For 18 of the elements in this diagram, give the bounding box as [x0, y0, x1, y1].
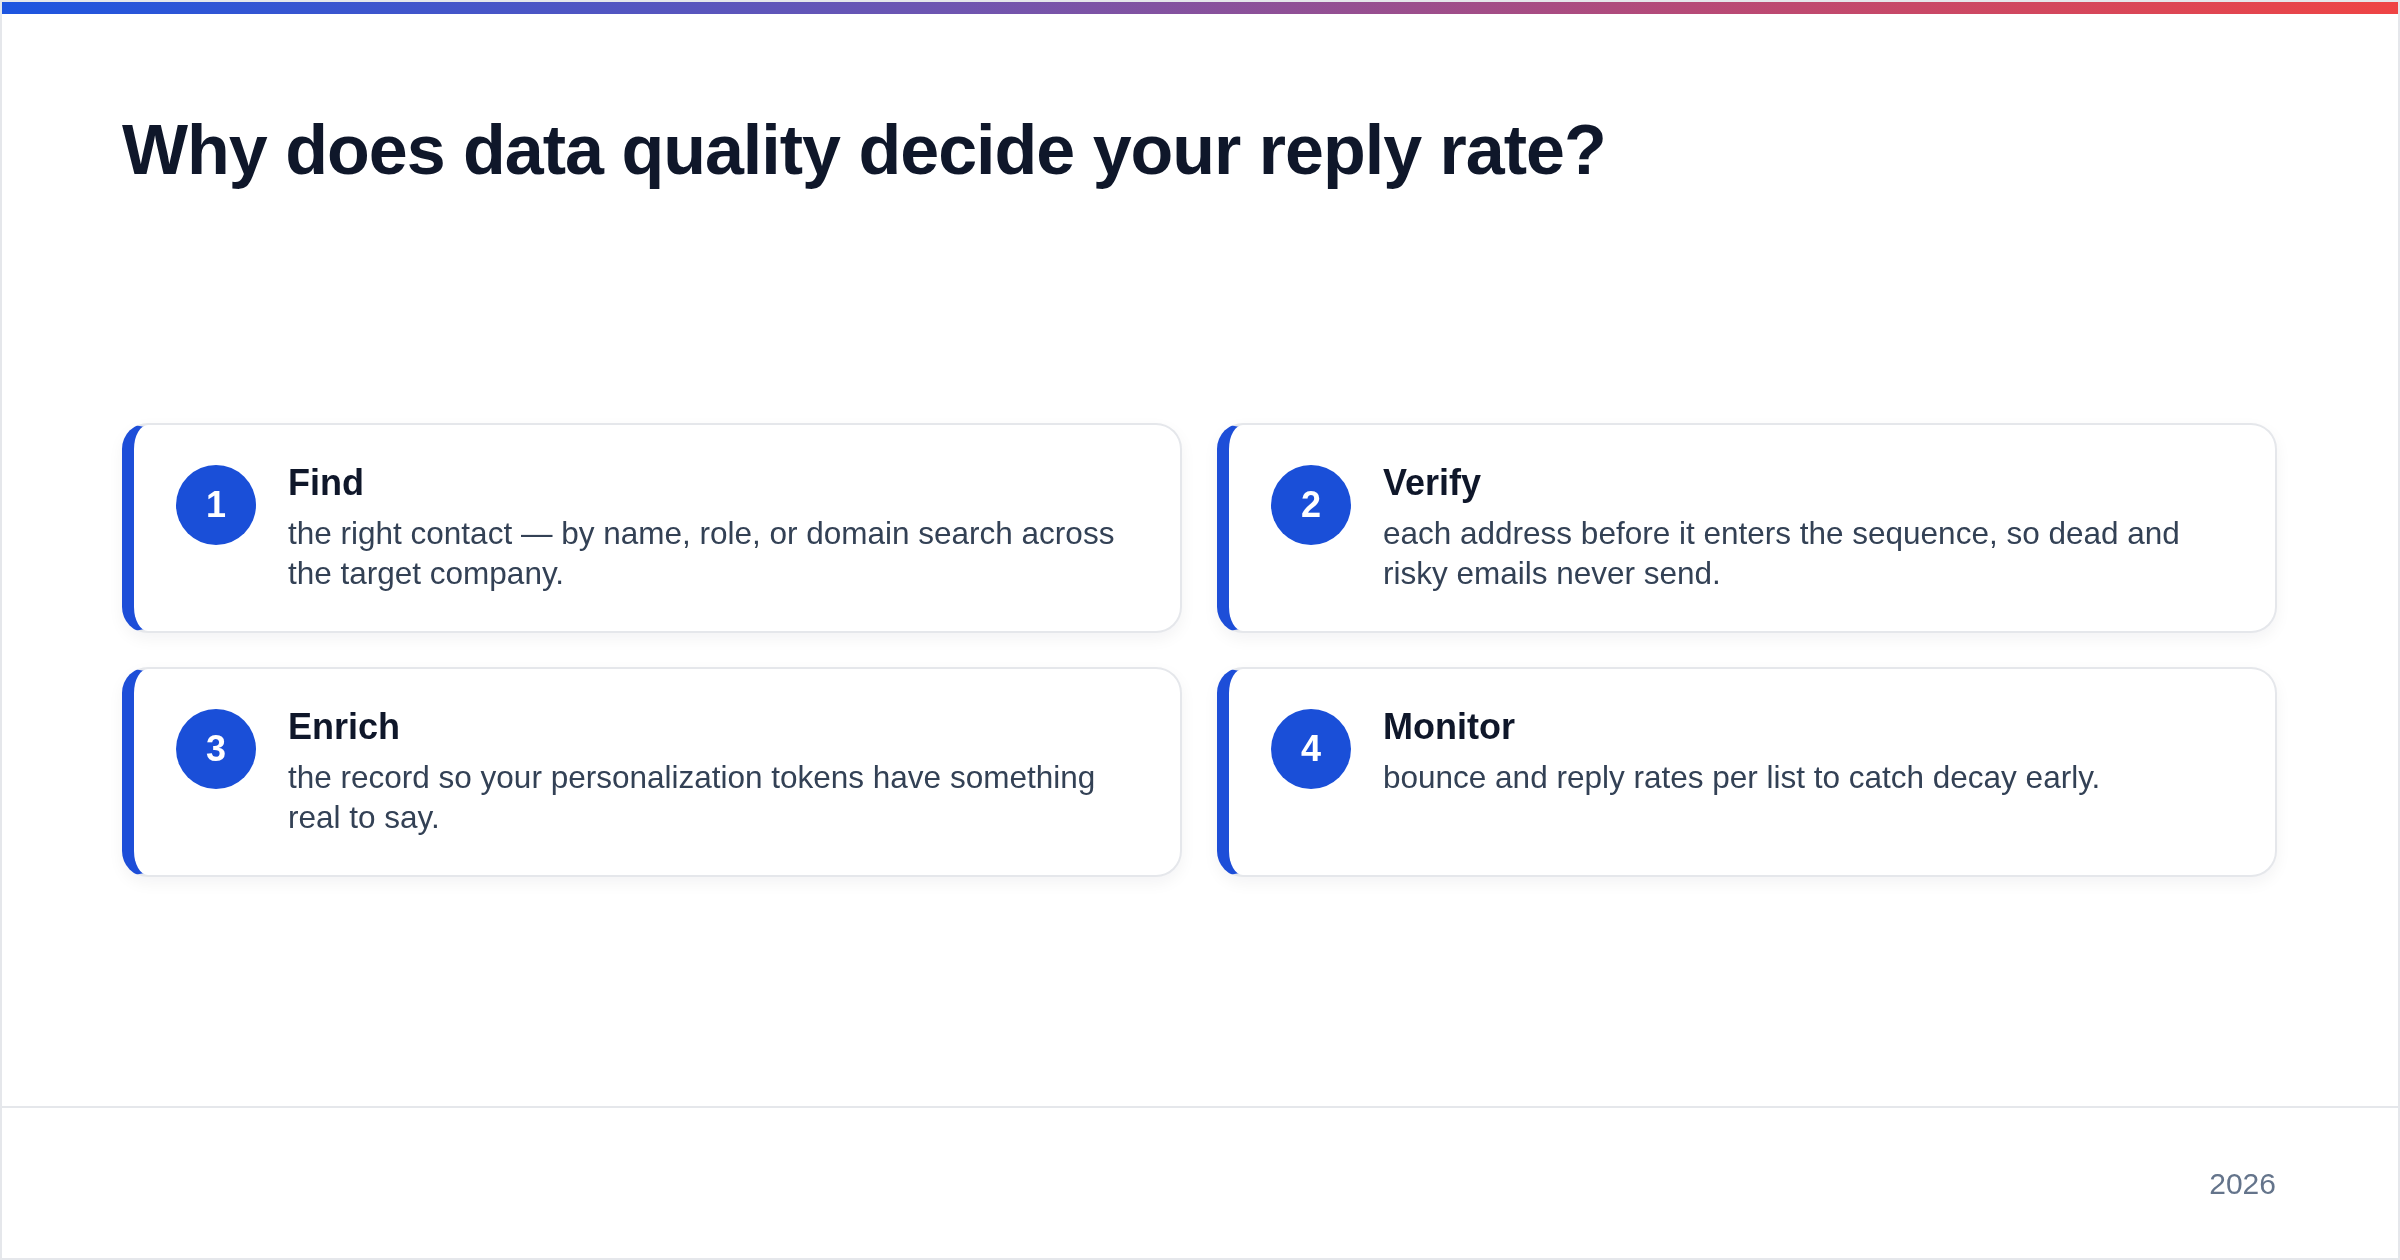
step-number: 4	[1271, 709, 1351, 789]
step-number: 3	[176, 709, 256, 789]
year-label: 2026	[2209, 1166, 2276, 1202]
step-number: 2	[1271, 465, 1351, 545]
step-card	[122, 423, 1182, 633]
title: Why does data quality decide your reply rate?	[122, 110, 1606, 191]
step-number: 1	[176, 465, 256, 545]
step-title: Monitor	[1383, 705, 1516, 749]
step-description: the right contact — by name, role, or domain search across the target company.	[288, 514, 1116, 593]
step-title: Find	[288, 461, 365, 505]
step-description: bounce and reply rates per list to catch decay early.	[1383, 758, 2102, 797]
step-card	[1217, 667, 2277, 877]
step-card	[1217, 423, 2277, 633]
step-description: the record so your personalization tokens have something real to say.	[288, 758, 1097, 837]
step-card	[122, 667, 1182, 877]
step-title: Enrich	[288, 705, 402, 749]
step-description: each address before it enters the sequence, so dead and risky emails never send.	[1383, 514, 2181, 593]
step-title: Verify	[1383, 461, 1483, 505]
